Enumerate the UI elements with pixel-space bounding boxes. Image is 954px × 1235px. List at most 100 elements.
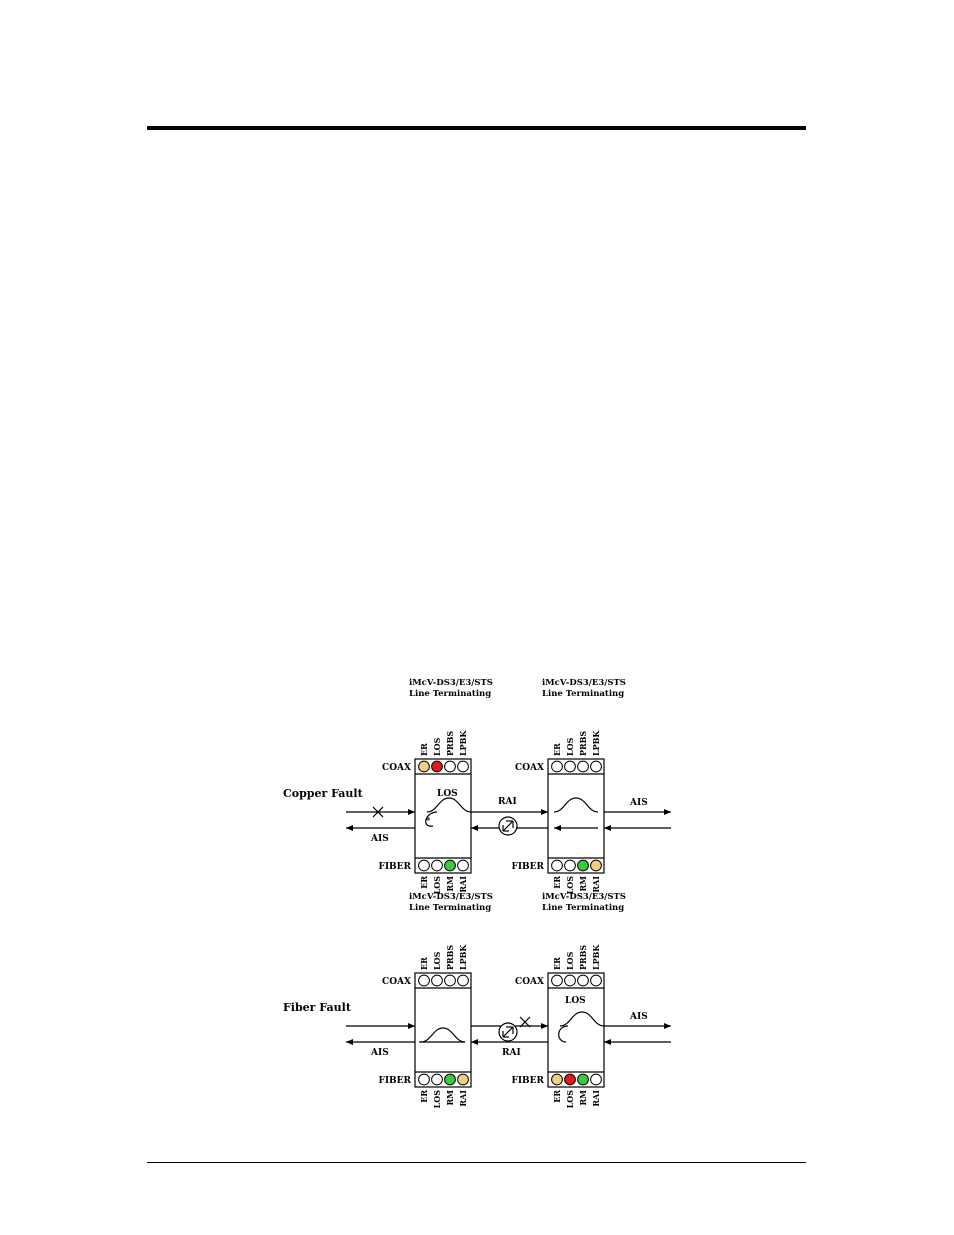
coax-led-label: LOS [565, 951, 575, 970]
unit-subtitle: Line Terminating [542, 903, 624, 913]
coax-led-lpbk [590, 760, 602, 773]
fiber-led-label: ER [552, 1090, 562, 1103]
fiber-led-los [431, 859, 443, 872]
fiber-led-er [418, 1073, 430, 1086]
unit-title: iMcV-DS3/E3/STS [542, 892, 626, 902]
fiber-led-los [431, 1073, 443, 1086]
signal-waveform [420, 1027, 466, 1043]
coax-led-label: ER [552, 743, 562, 756]
los-label: LOS [437, 789, 458, 799]
fiber-led-label: RAI [458, 1090, 468, 1107]
signal-waveform [559, 1011, 605, 1027]
fiber-led-rai [590, 859, 602, 872]
fiber-led-label: RM [445, 876, 455, 892]
note-star: * [426, 815, 431, 825]
coax-led-label: LPBK [458, 944, 468, 970]
coax-label: COAX [382, 763, 411, 773]
fiber-label: FIBER [378, 1076, 411, 1086]
coax-led-label: LOS [565, 737, 575, 756]
coax-led-lpbk [457, 974, 469, 987]
rai-signal-icon [502, 820, 514, 832]
signal-waveform [426, 797, 472, 813]
fiber-led-label: RM [578, 1090, 588, 1106]
fiber-led-rm [444, 1073, 456, 1086]
fiber-led-er [551, 859, 563, 872]
coax-led-er [418, 974, 430, 987]
ais-label-left: AIS [370, 1048, 389, 1058]
coax-led-label: PRBS [445, 731, 455, 756]
unit-title: iMcV-DS3/E3/STS [542, 678, 626, 688]
signal-waveform [553, 797, 599, 813]
fiber-led-los [564, 1073, 576, 1086]
coax-led-label: LOS [432, 737, 442, 756]
rai-signal-icon [502, 1026, 514, 1038]
coax-label: COAX [515, 763, 544, 773]
coax-label: COAX [382, 977, 411, 987]
coax-led-label: ER [552, 957, 562, 970]
header-rule [147, 126, 806, 130]
fiber-led-rai [590, 1073, 602, 1086]
line-terminating-module [547, 758, 605, 874]
fiber-led-label: LOS [432, 876, 442, 895]
unit-title: iMcV-DS3/E3/STS [409, 892, 493, 902]
fault-cross-icon [519, 1016, 531, 1028]
line-terminating-module [414, 758, 472, 874]
fiber-led-er [418, 859, 430, 872]
coax-led-prbs [444, 760, 456, 773]
coax-led-label: LPBK [591, 944, 601, 970]
fiber-label: FIBER [378, 862, 411, 872]
line-terminating-module [414, 972, 472, 1088]
los-label: LOS [565, 996, 586, 1006]
coax-led-er [551, 974, 563, 987]
fiber-led-rm [577, 1073, 589, 1086]
fiber-led-label: ER [419, 876, 429, 889]
fiber-led-rai [457, 859, 469, 872]
fault-title: Fiber Fault [283, 1001, 352, 1014]
coax-led-prbs [444, 974, 456, 987]
coax-led-los [564, 974, 576, 987]
coax-led-prbs [577, 974, 589, 987]
coax-led-label: ER [419, 743, 429, 756]
fiber-label: FIBER [511, 1076, 544, 1086]
coax-led-label: LOS [432, 951, 442, 970]
fiber-led-los [564, 859, 576, 872]
fault-cross-icon [372, 806, 384, 818]
fiber-led-label: LOS [565, 1090, 575, 1109]
fiber-led-rm [577, 859, 589, 872]
fiber-led-label: LOS [565, 876, 575, 895]
fiber-led-er [551, 1073, 563, 1086]
ais-label-right: AIS [629, 1012, 648, 1022]
coax-led-los [564, 760, 576, 773]
coax-led-prbs [577, 760, 589, 773]
loopback-path [425, 811, 438, 827]
fiber-led-rai [457, 1073, 469, 1086]
unit-title: iMcV-DS3/E3/STS [409, 678, 493, 688]
ais-label-left: AIS [370, 834, 389, 844]
coax-led-er [418, 760, 430, 773]
unit-subtitle: Line Terminating [409, 903, 491, 913]
coax-led-los [431, 974, 443, 987]
fiber-led-label: LOS [432, 1090, 442, 1109]
coax-led-lpbk [457, 760, 469, 773]
fiber-led-label: RM [445, 1090, 455, 1106]
coax-led-label: PRBS [445, 945, 455, 970]
coax-led-er [551, 760, 563, 773]
coax-led-label: LPBK [591, 730, 601, 756]
coax-led-label: LPBK [458, 730, 468, 756]
rai-label: RAI [498, 797, 517, 807]
fiber-led-label: RAI [591, 1090, 601, 1107]
rai-label: RAI [502, 1048, 521, 1058]
unit-subtitle: Line Terminating [542, 689, 624, 699]
fiber-led-label: RAI [458, 876, 468, 893]
footer-rule [147, 1162, 806, 1163]
fiber-led-label: ER [552, 876, 562, 889]
fault-title: Copper Fault [283, 787, 364, 800]
fiber-led-rm [444, 859, 456, 872]
coax-led-label: ER [419, 957, 429, 970]
coax-led-los [431, 760, 443, 773]
coax-led-lpbk [590, 974, 602, 987]
loopback-path [558, 1025, 569, 1043]
